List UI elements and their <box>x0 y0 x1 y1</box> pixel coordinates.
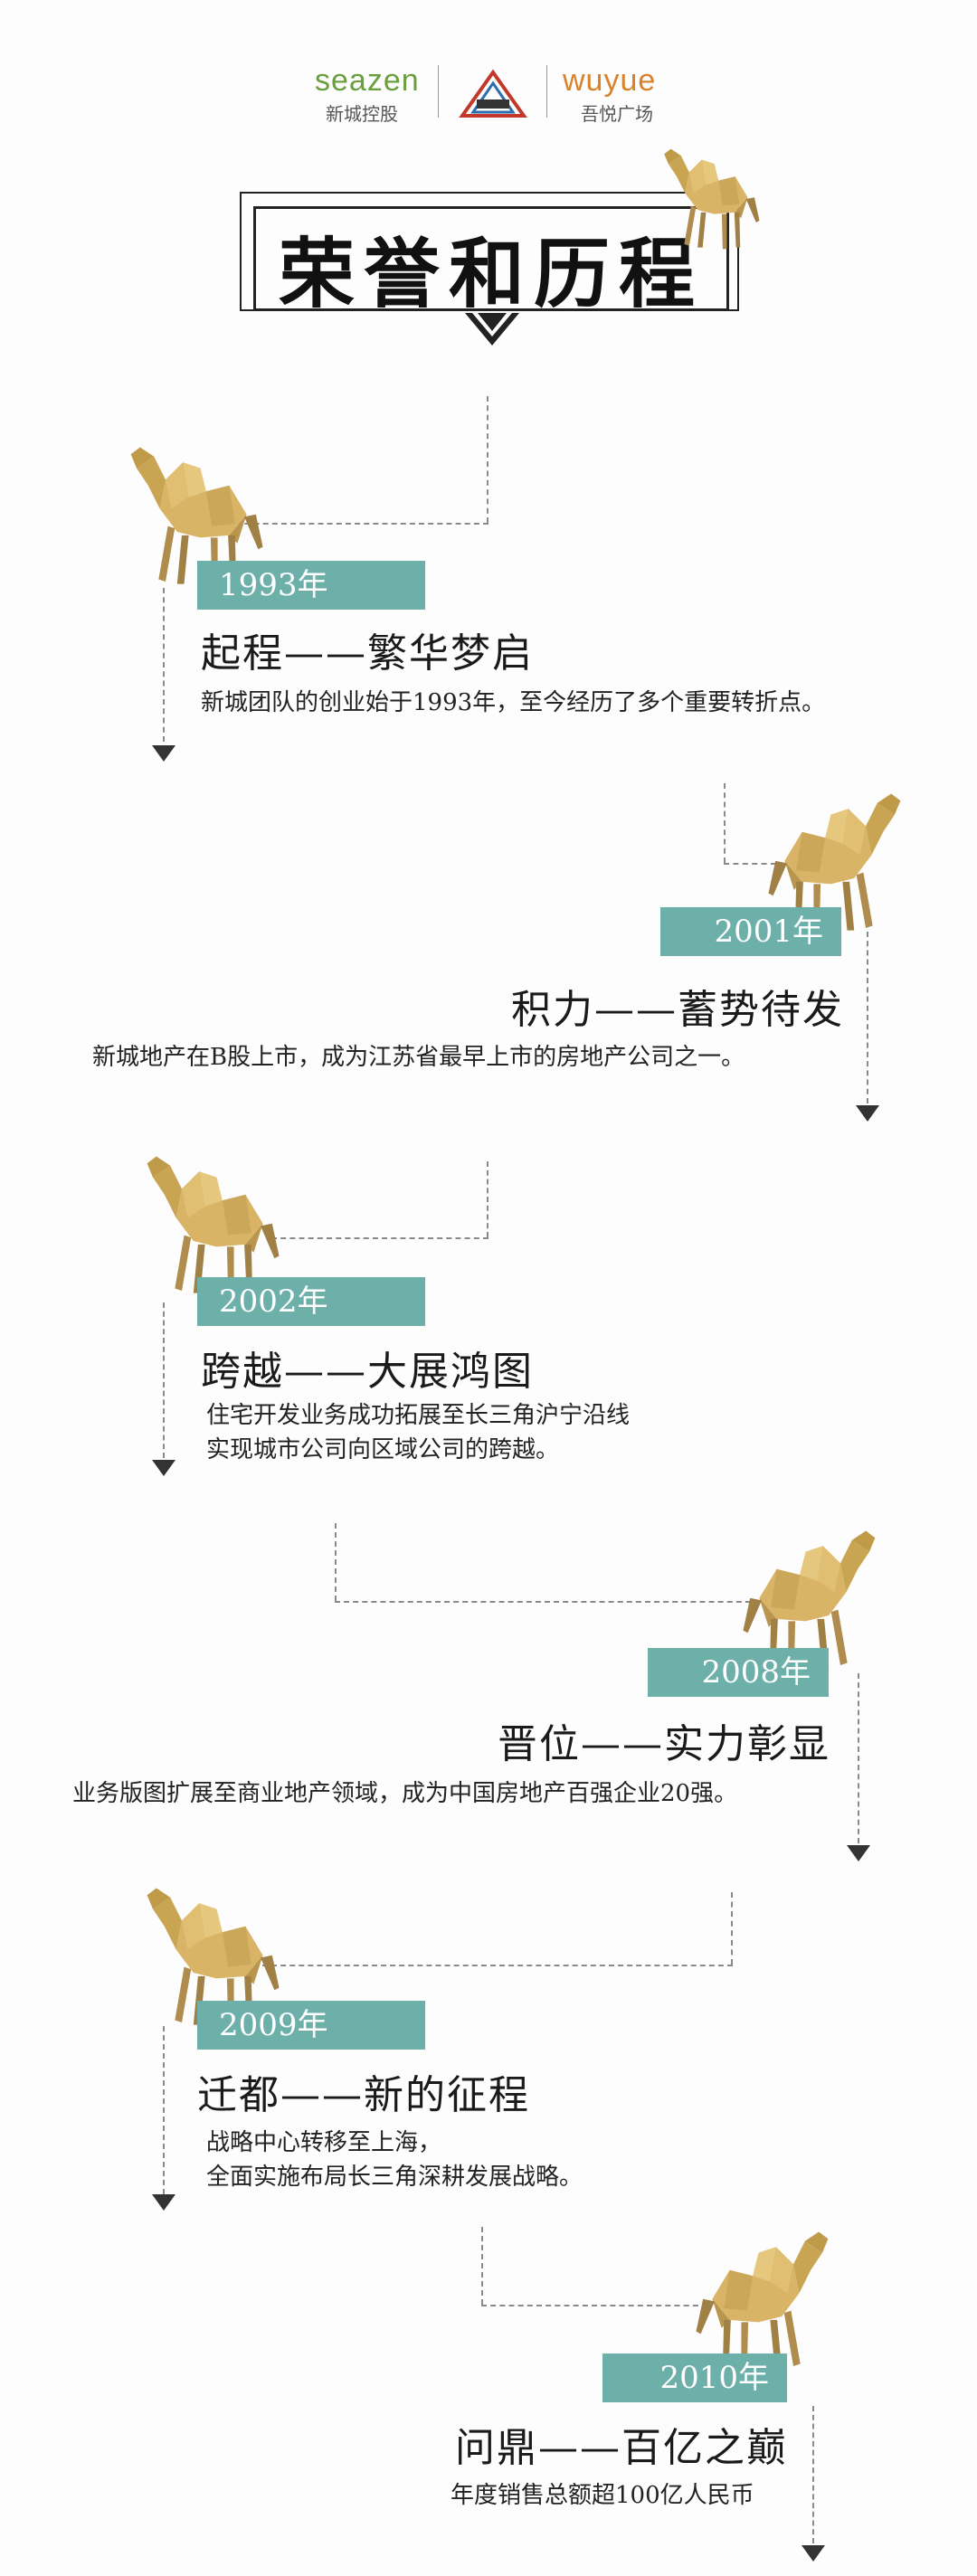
connector-line <box>262 1965 733 1966</box>
logo-divider <box>438 65 439 118</box>
connector-line <box>724 863 823 865</box>
year-badge: 1993年 <box>197 561 425 610</box>
milestone-description: 年度销售总额超100亿人民币 <box>451 2482 754 2509</box>
timeline-line <box>858 1673 859 1843</box>
milestone-description: 新城地产在B股上市，成为江苏省最早上市的房地产公司之一。 <box>92 1044 745 1071</box>
down-arrow-icon <box>802 2545 825 2562</box>
seazen-logo-cn: 新城控股 <box>326 105 398 125</box>
down-arrow-icon <box>152 2194 175 2211</box>
timeline-line <box>163 1302 165 1458</box>
timeline-line <box>163 2026 165 2194</box>
milestone-heading: 起程——繁华梦启 <box>201 630 534 677</box>
year-badge: 2002年 <box>197 1277 425 1326</box>
down-arrow-icon <box>152 1460 175 1476</box>
milestone-heading: 跨越——大展鸿图 <box>201 1349 534 1395</box>
connector-line <box>217 523 488 525</box>
logo-divider <box>546 65 547 118</box>
milestone-description: 战略中心转移至上海， <box>206 2129 442 2156</box>
milestone-description: 新城团队的创业始于1993年，至今经历了多个重要转折点。 <box>201 689 826 716</box>
milestone-heading: 迁都——新的征程 <box>197 2072 530 2118</box>
milestone-description: 住宅开发业务成功拓展至长三角沪宁沿线 <box>206 1402 631 1429</box>
connector-line <box>335 1523 337 1601</box>
timeline-line <box>867 932 868 1103</box>
down-arrow-icon <box>847 1845 870 1861</box>
milestone-description: 全面实施布局长三角深耕发展战略。 <box>206 2164 583 2191</box>
milestone-description: 业务版图扩展至商业地产领域，成为中国房地产百强企业20强。 <box>72 1780 738 1807</box>
year-badge: 2008年 <box>648 1648 829 1697</box>
connector-line <box>335 1601 760 1603</box>
title-pointer-core <box>478 313 507 331</box>
milestone-heading: 积力——蓄势待发 <box>511 987 844 1033</box>
wuyue-logo-cn: 吾悦广场 <box>581 105 653 125</box>
connector-line <box>481 2305 707 2306</box>
year-badge: 2010年 <box>602 2353 787 2402</box>
connector-line <box>271 1237 488 1239</box>
year-badge: 2001年 <box>660 907 841 956</box>
camel-icon <box>696 2231 829 2372</box>
milestone-heading: 晋位——实力彰显 <box>498 1721 830 1767</box>
year-badge: 2009年 <box>197 2001 425 2050</box>
connector-line <box>487 396 488 523</box>
timeline-line <box>812 2406 814 2543</box>
connector-line <box>731 1892 733 1965</box>
seazen-logo-en: seazen <box>315 63 420 98</box>
down-arrow-icon <box>856 1105 879 1122</box>
milestone-heading: 问鼎——百亿之巅 <box>455 2425 788 2471</box>
down-arrow-icon <box>152 745 175 762</box>
wuyue-logo-en: wuyue <box>563 63 657 98</box>
connector-line <box>724 783 726 863</box>
timeline-line <box>163 588 165 742</box>
connector-line <box>481 2227 483 2305</box>
milestone-description: 实现城市公司向区域公司的跨越。 <box>206 1436 560 1463</box>
title-inner-frame <box>253 206 729 311</box>
triangle-emblem-icon <box>459 69 527 118</box>
camel-icon <box>664 148 760 250</box>
page-title: 荣誉和历程 <box>278 229 704 318</box>
connector-line <box>487 1161 488 1237</box>
